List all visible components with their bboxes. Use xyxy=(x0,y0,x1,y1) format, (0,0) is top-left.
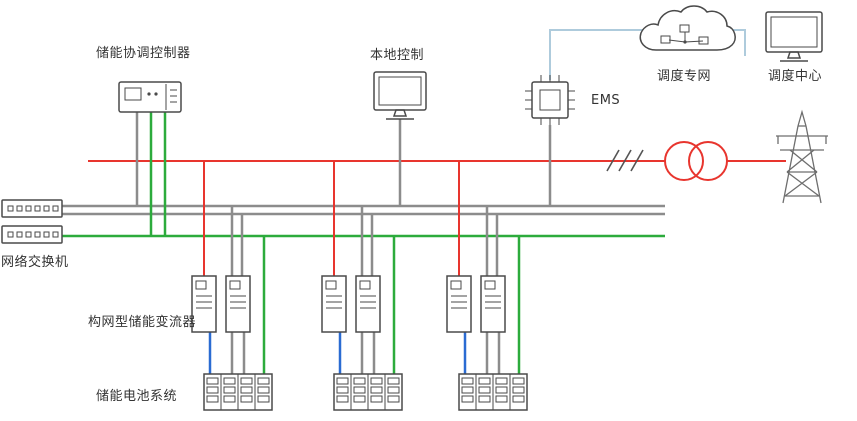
converter-group xyxy=(321,161,403,411)
network-switch-icon xyxy=(1,199,63,218)
dispatch-cloud-icon xyxy=(639,5,736,51)
ems-label: EMS xyxy=(591,93,621,108)
converter-group xyxy=(446,161,528,411)
converter-label: 构网型储能变流器 xyxy=(88,315,197,330)
local-control-monitor-icon xyxy=(373,71,427,120)
network-switch-icon xyxy=(1,225,63,244)
coordinator-controller-icon xyxy=(118,81,182,113)
battery-rack-icon xyxy=(203,373,273,411)
group-connection-lines xyxy=(333,161,396,374)
device-bus-drop-lines xyxy=(135,111,552,236)
converter-cabinet-icon xyxy=(480,275,506,333)
converter-cabinet-icon xyxy=(191,275,217,333)
group-connection-lines xyxy=(203,161,266,374)
transformer-icon xyxy=(664,141,728,181)
converter-group xyxy=(191,161,273,411)
converter-cabinet-icon xyxy=(446,275,472,333)
battery-rack-icon xyxy=(458,373,528,411)
local-control-label: 本地控制 xyxy=(370,48,425,63)
coordinator-label: 储能协调控制器 xyxy=(96,46,191,61)
dispatch-center-label: 调度中心 xyxy=(768,69,823,84)
converter-cabinet-icon xyxy=(321,275,347,333)
converter-cabinet-icon xyxy=(355,275,381,333)
converter-cabinet-icon xyxy=(225,275,251,333)
network-switch-icons xyxy=(1,199,63,244)
dispatch-network-label: 调度专网 xyxy=(657,69,712,84)
battery-rack-icon xyxy=(333,373,403,411)
network-switch-label: 网络交换机 xyxy=(1,255,69,270)
ethernet-bus-lines xyxy=(62,204,665,238)
transmission-tower-icon xyxy=(776,109,828,204)
isolator-slashes-icon xyxy=(606,149,644,172)
group-connection-lines xyxy=(458,161,521,374)
dispatch-center-monitor-icon xyxy=(765,11,823,62)
ems-chip-icon xyxy=(525,75,575,125)
battery-system-label: 储能电池系统 xyxy=(96,389,178,404)
